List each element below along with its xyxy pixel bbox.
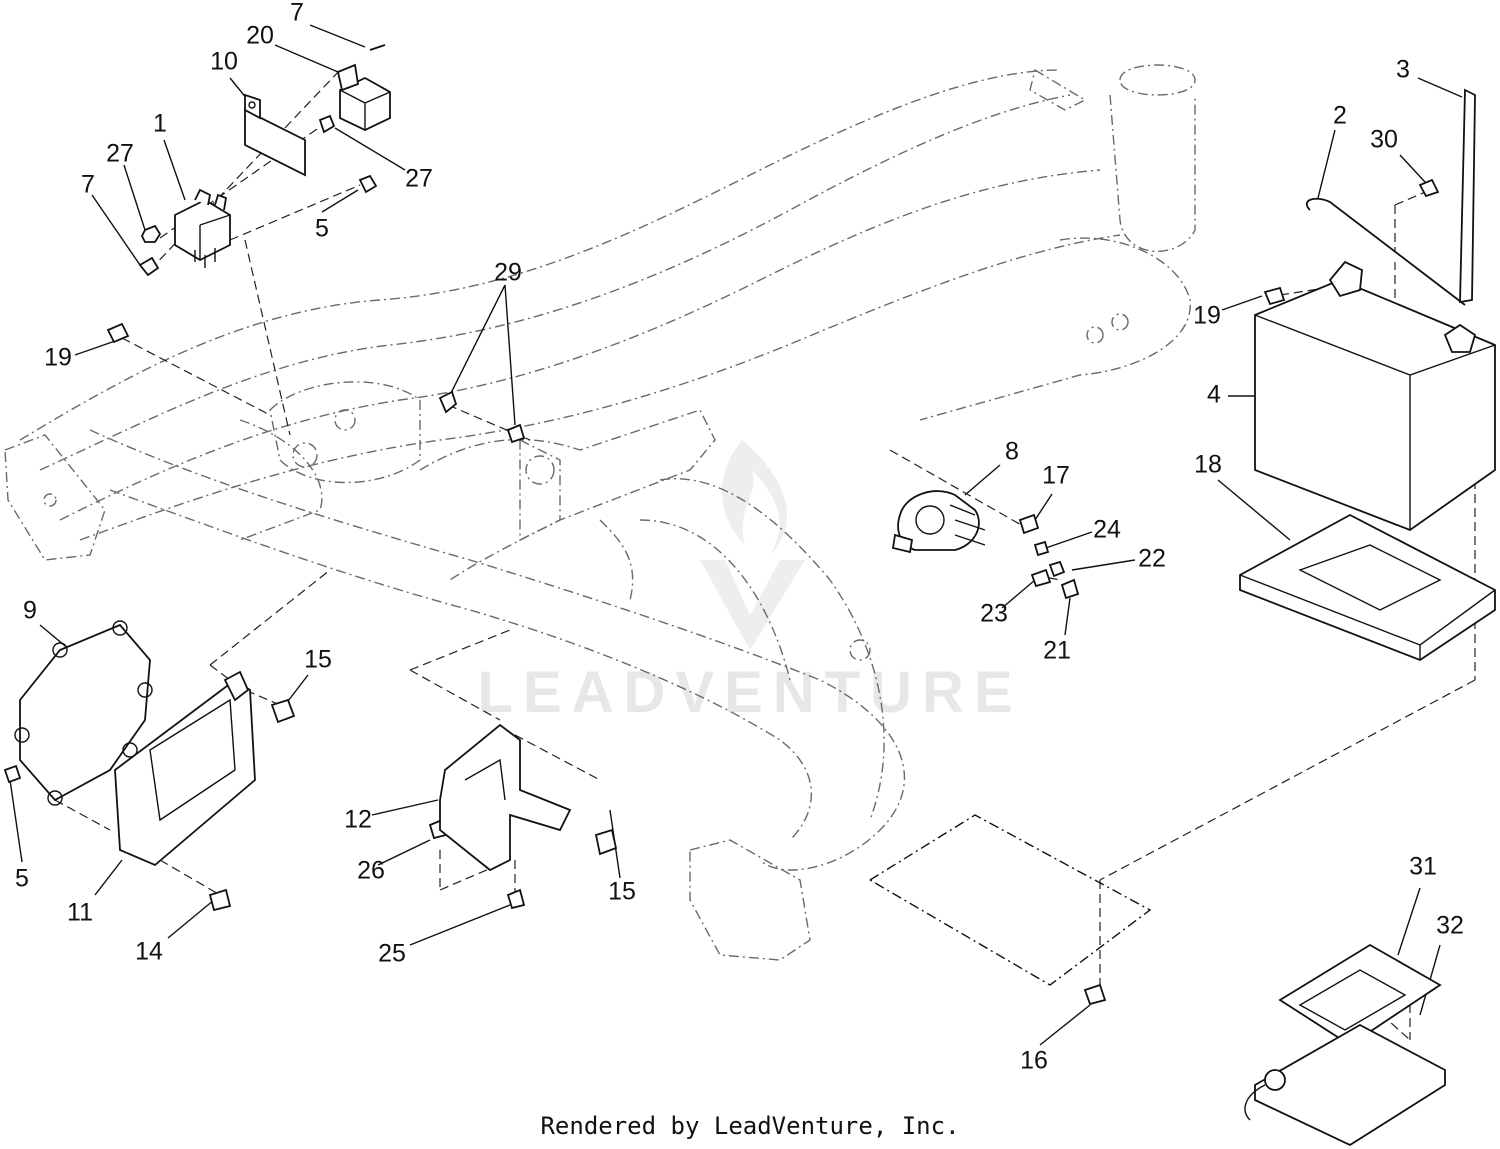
leader-lines — [9, 24, 1463, 1046]
callout-17: 17 — [1042, 462, 1070, 490]
callout-7-b: 7 — [81, 171, 95, 199]
callout-labels: 1 2 3 4 5 5 7 7 8 9 10 11 12 14 15 15 16… — [15, 0, 1464, 1075]
callout-16: 16 — [1020, 1047, 1048, 1075]
callout-29: 29 — [494, 259, 522, 287]
callout-24: 24 — [1093, 516, 1121, 544]
callout-7-a: 7 — [290, 0, 304, 27]
callout-15-a: 15 — [304, 646, 332, 674]
battery-part-4 — [1254, 260, 1496, 532]
callout-30: 30 — [1370, 126, 1398, 154]
watermark: LEADVENTURE — [477, 440, 1022, 725]
alignment-lines — [54, 69, 1476, 1041]
callout-26: 26 — [357, 857, 385, 885]
callout-15-b: 15 — [608, 878, 636, 906]
callout-8: 8 — [1005, 438, 1019, 466]
callout-19-a: 19 — [44, 344, 72, 372]
callout-10: 10 — [210, 48, 238, 76]
bracket-part-11 — [114, 670, 256, 867]
callout-27-a: 27 — [106, 140, 134, 168]
bracket-part-10 — [244, 93, 306, 177]
mower-frame — [4, 64, 1196, 961]
cover-part-9 — [14, 620, 153, 806]
solenoid-part-8 — [891, 490, 986, 554]
callout-27-b: 27 — [405, 165, 433, 193]
plate-parts — [868, 814, 1446, 1147]
bracket-part-12 — [439, 723, 572, 872]
footer-credit: Rendered by LeadVenture, Inc. — [540, 1112, 960, 1140]
callout-12: 12 — [344, 806, 372, 834]
callout-19-b: 19 — [1193, 302, 1221, 330]
callout-5-b: 5 — [15, 865, 29, 893]
callout-3: 3 — [1396, 56, 1410, 84]
battery-strap-parts — [1305, 88, 1476, 306]
relay-part-20 — [336, 63, 391, 131]
relay-part-1 — [174, 188, 231, 268]
callout-31: 31 — [1409, 853, 1437, 881]
callout-20: 20 — [246, 22, 274, 50]
callout-9: 9 — [23, 597, 37, 625]
battery-tray-part-18 — [1239, 513, 1496, 662]
callout-5-a: 5 — [315, 215, 329, 243]
callout-22: 22 — [1138, 545, 1166, 573]
callout-4: 4 — [1207, 381, 1221, 409]
callout-21: 21 — [1043, 637, 1071, 665]
callout-14: 14 — [135, 938, 163, 966]
callout-25: 25 — [378, 940, 406, 968]
callout-32: 32 — [1436, 912, 1464, 940]
callout-18: 18 — [1194, 451, 1222, 479]
callout-11: 11 — [67, 899, 93, 927]
callout-23: 23 — [980, 600, 1008, 628]
callout-2: 2 — [1333, 102, 1347, 130]
callout-1: 1 — [153, 110, 167, 138]
hardware-small — [3, 44, 1440, 1006]
watermark-text: LEADVENTURE — [477, 660, 1022, 725]
